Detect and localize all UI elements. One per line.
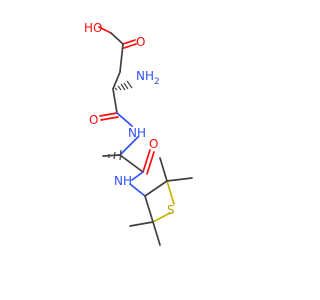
bond-ring-c4-s bbox=[152, 212, 171, 223]
bond-amide2-n bbox=[131, 171, 144, 181]
bond-amide2-o-b bbox=[146, 151, 155, 175]
bond-n-thietane bbox=[129, 183, 146, 197]
carboxyl-oxygen-label: O bbox=[136, 35, 145, 49]
bond-n-calpha2 bbox=[119, 136, 139, 156]
bond-ring-c2-s bbox=[166, 180, 175, 205]
bond-c-oh bbox=[98, 26, 112, 34]
bond-c-o-double-a bbox=[122, 39, 136, 45]
alpha-carbon-amine bbox=[112, 71, 133, 114]
amide1-oxygen-label: O bbox=[89, 113, 98, 127]
amide2-oxygen-label: O bbox=[149, 137, 158, 151]
bond-amide2-o-a bbox=[142, 149, 151, 173]
molecule-structure: HO O NH2 O NH O NH S bbox=[84, 21, 193, 246]
bond-methyl-2 bbox=[166, 177, 193, 182]
alanine-residue bbox=[102, 136, 144, 173]
bond-amide1-o-a bbox=[99, 112, 118, 117]
amide-1 bbox=[99, 112, 133, 127]
bond-carboxyl-c bbox=[110, 32, 124, 45]
bond-ring-c3-c2 bbox=[144, 180, 168, 197]
amide-2 bbox=[129, 149, 155, 197]
sulfur-label: S bbox=[167, 203, 175, 217]
bond-carboxyl-ch2 bbox=[119, 43, 124, 73]
bond-c-o-double-b bbox=[123, 43, 137, 49]
bond-methyl-1 bbox=[159, 157, 168, 182]
bond-ring-c3-c4 bbox=[144, 195, 154, 223]
amide2-nh-label: NH bbox=[114, 174, 132, 188]
hydroxyl-label: HO bbox=[84, 21, 102, 35]
carboxylic-acid-group bbox=[98, 26, 137, 73]
stereo-hashed-bond-1 bbox=[114, 80, 133, 91]
bond-methyl bbox=[102, 154, 121, 157]
amide1-nh-label: NH bbox=[128, 126, 146, 140]
amine-label: NH2 bbox=[136, 69, 160, 87]
bond-methyl-4 bbox=[152, 221, 161, 246]
bond-amide1-n bbox=[116, 112, 133, 127]
bond-calpha2-carbonyl bbox=[119, 154, 144, 173]
bond-methyl-3 bbox=[129, 221, 154, 227]
thietane-ring bbox=[129, 157, 193, 246]
bond-amide1-o-b bbox=[100, 116, 119, 121]
bond-ch2-calpha bbox=[112, 71, 121, 90]
bond-calpha-carbonyl bbox=[112, 88, 118, 114]
